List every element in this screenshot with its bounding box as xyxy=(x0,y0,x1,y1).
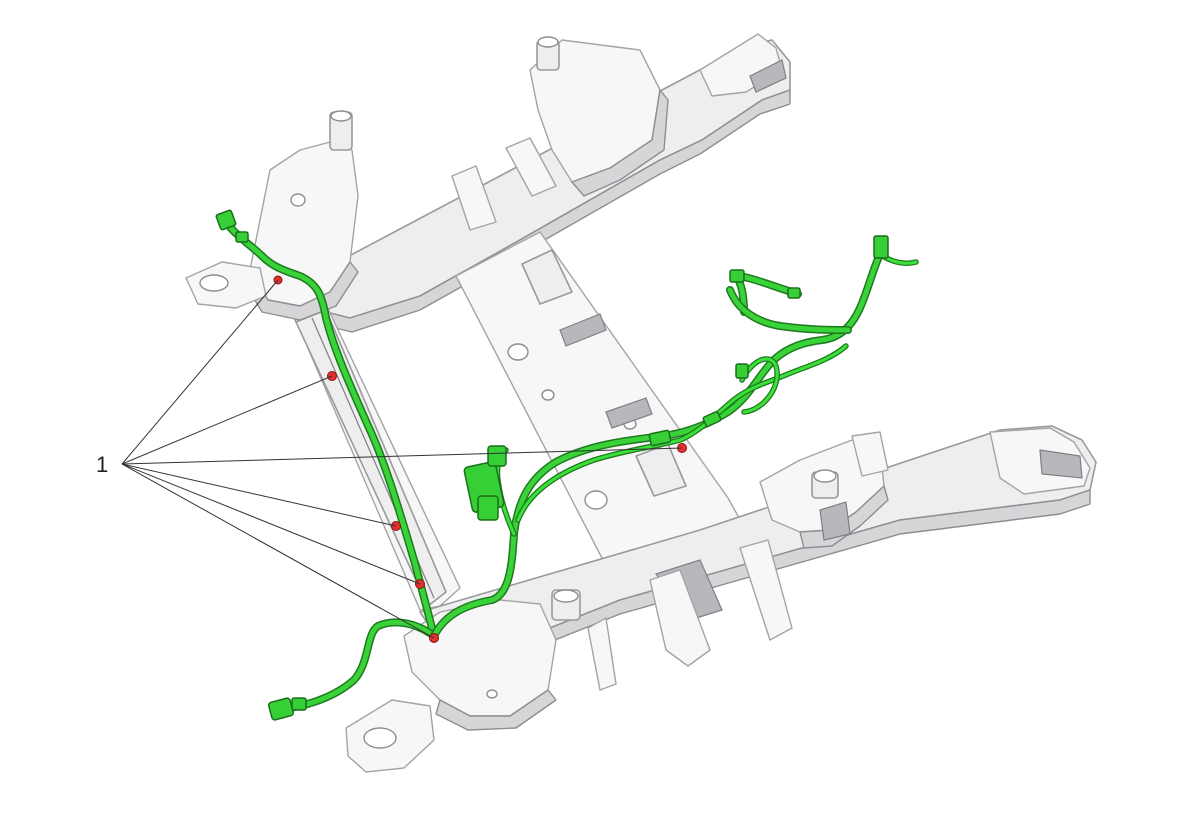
connector-mid-clips xyxy=(648,363,749,447)
lower-rail xyxy=(419,425,1097,677)
lower-tower xyxy=(759,431,889,549)
leader-line-4 xyxy=(121,463,397,527)
leader-line-5 xyxy=(121,463,421,585)
leader-line-6 xyxy=(121,463,435,639)
wiring-harness xyxy=(215,209,919,721)
connector-center-module xyxy=(463,445,507,521)
callout-label: 1 xyxy=(96,452,108,477)
harness-trunk xyxy=(223,219,437,639)
harness-small-loop xyxy=(740,357,779,414)
chassis-frame xyxy=(185,33,1097,773)
leader-line-2 xyxy=(121,375,333,465)
leader-line-3 xyxy=(121,447,683,465)
connector-lower-left xyxy=(267,697,307,721)
harness-main-branch xyxy=(431,251,883,639)
harness-lower-left-branch xyxy=(287,619,437,711)
connector-upper-right xyxy=(729,235,889,299)
connector-upper-left xyxy=(215,209,249,243)
lower-left-tower xyxy=(345,589,617,773)
upper-left-tower xyxy=(185,110,359,321)
leader-line-1 xyxy=(121,279,279,465)
harness-upper-loop-inner xyxy=(727,287,851,333)
harness-parallel-strand xyxy=(516,344,848,522)
callout-group: 1 xyxy=(96,279,683,639)
upper-tower xyxy=(451,36,669,231)
left-crossmember xyxy=(289,295,461,611)
